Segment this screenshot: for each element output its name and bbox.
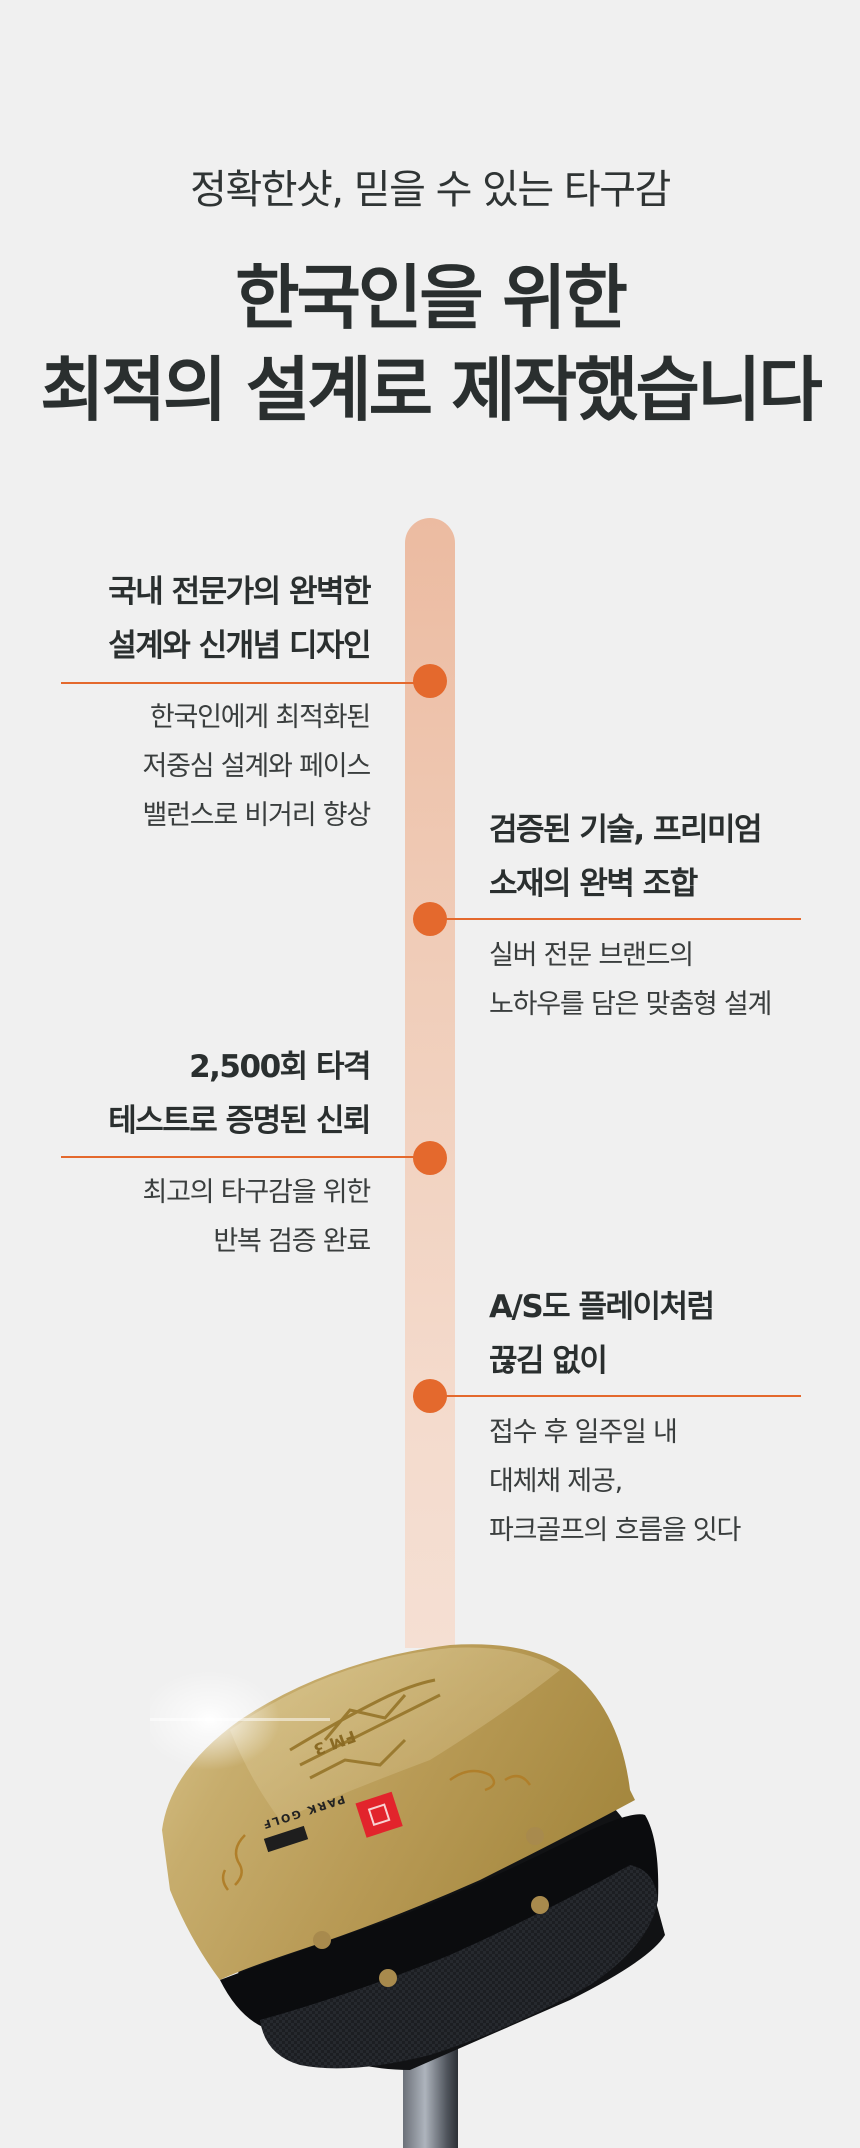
park-golf-club-head-icon: FM 3 PARK GOLF (110, 1644, 665, 2148)
page-headline: 한국인을 위한 최적의 설계로 제작했습니다 (0, 252, 860, 436)
timeline-connector-2 (440, 918, 801, 920)
timeline-item-desc: 실버 전문 브랜드의 노하우를 담은 맞춤형 설계 (489, 940, 772, 1020)
timeline-dot-4 (413, 1379, 447, 1413)
timeline-item-3: 2,500회 타격 테스트로 증명된 신뢰 최고의 타구감을 위한 반복 검증 … (60, 1040, 371, 1266)
timeline-item-4: A/S도 플레이처럼 끊김 없이 접수 후 일주일 내 대체채 제공, 파크골프… (489, 1280, 819, 1555)
timeline-connector-4 (440, 1395, 801, 1397)
timeline-item-desc: 한국인에게 최적화된 저중심 설계와 페이스 밸런스로 비거리 향상 (142, 702, 371, 831)
timeline-dot-2 (413, 902, 447, 936)
timeline-item-1: 국내 전문가의 완벽한 설계와 신개념 디자인 한국인에게 최적화된 저중심 설… (60, 565, 371, 840)
timeline-dot-3 (413, 1141, 447, 1175)
timeline-bar (405, 518, 455, 1648)
timeline-item-title: A/S도 플레이처럼 끊김 없이 (489, 1289, 715, 1379)
timeline-connector-1 (61, 682, 421, 684)
golf-club-image: FM 3 PARK GOLF (110, 1600, 710, 2148)
headline-line-1: 한국인을 위한 (235, 257, 628, 339)
timeline-item-title: 2,500회 타격 테스트로 증명된 신뢰 (108, 1049, 371, 1139)
timeline-dot-1 (413, 664, 447, 698)
timeline-item-title: 국내 전문가의 완벽한 설계와 신개념 디자인 (108, 574, 371, 664)
timeline-item-desc: 최고의 타구감을 위한 반복 검증 완료 (142, 1177, 371, 1257)
timeline-connector-3 (61, 1156, 421, 1158)
timeline-item-title: 검증된 기술, 프리미엄 소재의 완벽 조합 (489, 812, 763, 902)
eyebrow-text: 정확한샷, 믿을 수 있는 타구감 (190, 167, 671, 213)
timeline-item-2: 검증된 기술, 프리미엄 소재의 완벽 조합 실버 전문 브랜드의 노하우를 담… (489, 803, 819, 1029)
timeline-item-desc: 접수 후 일주일 내 대체채 제공, 파크골프의 흐름을 잇다 (489, 1417, 741, 1546)
headline-line-2: 최적의 설계로 제작했습니다 (40, 349, 823, 431)
